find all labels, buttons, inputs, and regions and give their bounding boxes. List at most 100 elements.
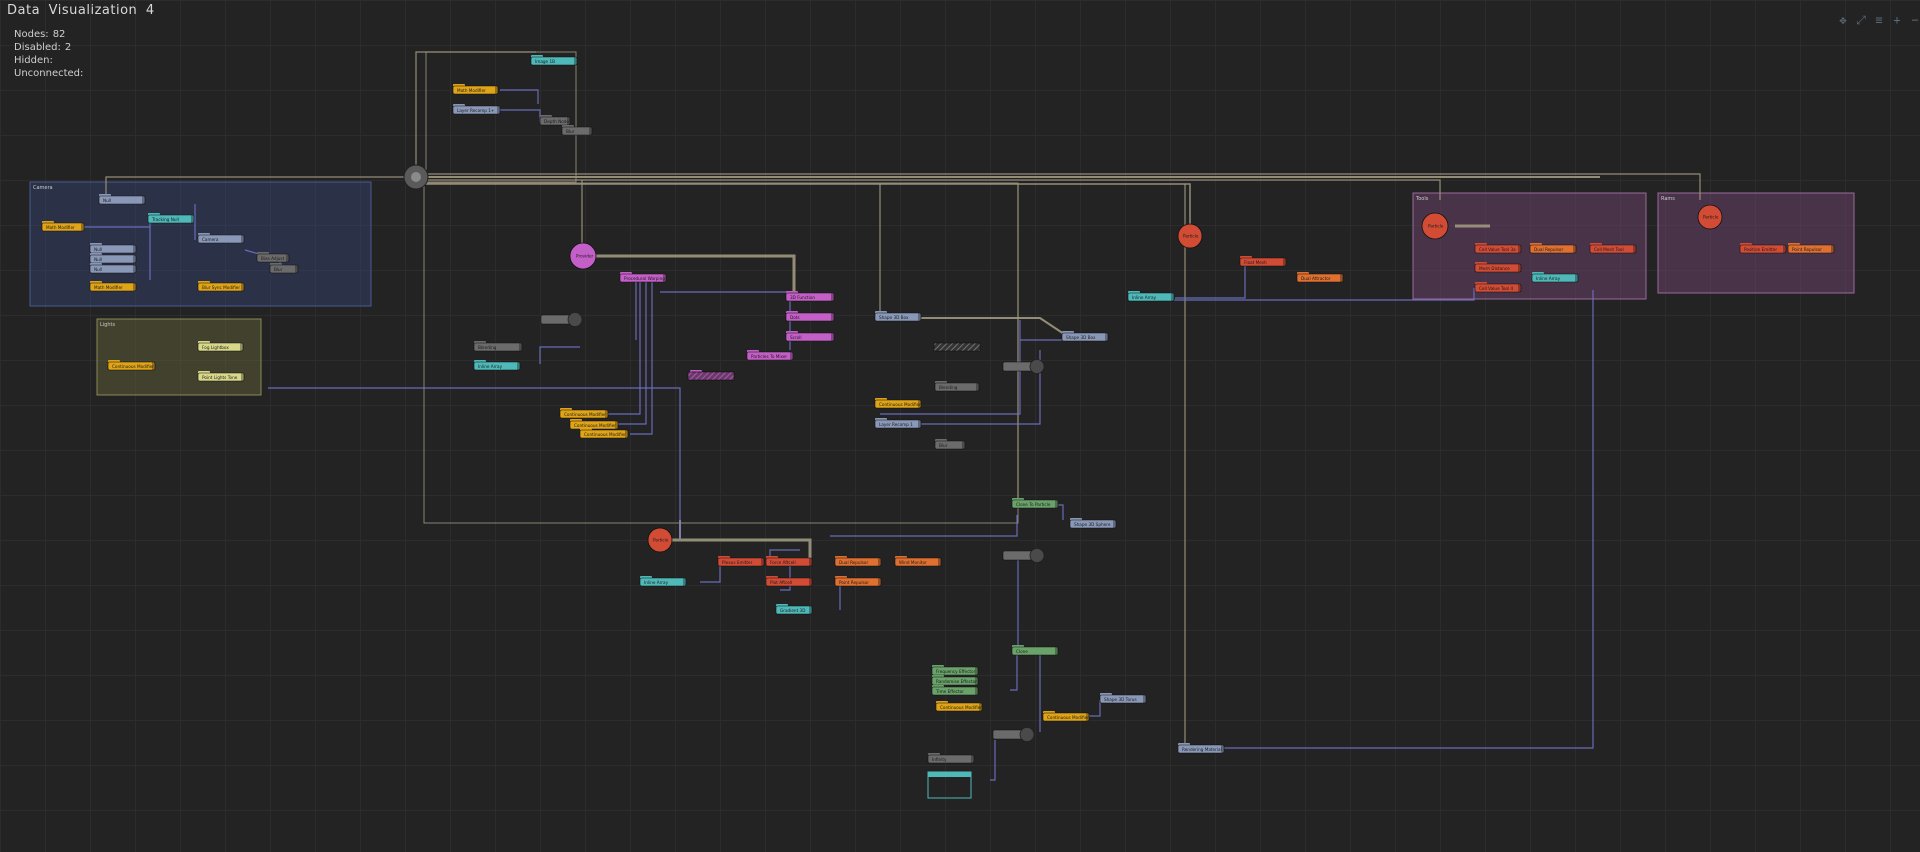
graph-node[interactable]: Infinity — [927, 753, 975, 764]
emitter-body — [1177, 223, 1203, 249]
graph-node[interactable]: Inline Array — [639, 576, 687, 587]
graph-node[interactable]: Null — [98, 194, 146, 205]
graph-node[interactable]: Continuous Modifier — [1042, 711, 1090, 722]
graph-node[interactable]: Blur — [269, 263, 299, 274]
graph-node[interactable]: Plexus Emitter — [717, 556, 765, 567]
graph-node[interactable]: Fog Lightbox — [197, 341, 244, 352]
graph-node[interactable]: Blending — [473, 341, 523, 352]
graph-node[interactable]: Force Aftcell — [765, 556, 813, 567]
graph-node[interactable]: Cell Value Tool 3a — [1474, 243, 1522, 254]
graph-node[interactable]: Float Mesh — [1239, 256, 1287, 267]
graph-node[interactable]: Tracking Null — [147, 213, 195, 224]
graph-node[interactable]: Mesh Distance — [1474, 262, 1522, 273]
graph-node[interactable]: Rendering Material — [1177, 743, 1225, 754]
emitter-node[interactable]: Particle — [1177, 223, 1203, 249]
group-lights[interactable]: Lights — [96, 318, 262, 396]
graph-node[interactable]: Shape 3D Torus — [1099, 693, 1147, 704]
node-port — [663, 274, 666, 282]
graph-node[interactable]: Null — [89, 253, 137, 264]
graph-node[interactable]: Randomise Effector — [931, 675, 979, 686]
graph-node[interactable]: Layer Recomp 1+ — [452, 104, 501, 115]
emitter-node[interactable]: Provider — [569, 242, 597, 270]
graph-node[interactable]: Position Emitter — [1739, 243, 1787, 254]
graph-node[interactable]: Blur — [934, 439, 966, 450]
graph-node[interactable]: Dual Repulsor — [834, 556, 882, 567]
fit-icon[interactable]: ⤢ — [1856, 13, 1866, 27]
graph-node[interactable]: Continuous Modifier — [107, 360, 156, 371]
graph-node[interactable]: Shape 3D Box — [874, 311, 922, 322]
graph-node[interactable]: Camera — [197, 233, 245, 244]
graph-node[interactable]: Point Repulsor — [834, 576, 882, 587]
graph-node[interactable]: Continuous Modifier — [569, 419, 619, 430]
graph-node[interactable]: Shape 3D Box — [1061, 331, 1109, 342]
graph-node[interactable]: Layer Recomp 1 — [874, 418, 922, 429]
node-label: Particles To Mixer — [751, 354, 787, 359]
disabled-node[interactable] — [933, 342, 981, 352]
graph-node[interactable]: Math Modifier — [41, 221, 85, 232]
graph-node[interactable]: Blending — [934, 381, 980, 392]
graph-node[interactable]: Shape 3D Sphere — [1069, 518, 1117, 529]
node-body — [619, 273, 667, 283]
node-label: Continuous Modifier — [940, 705, 982, 710]
node-body — [107, 361, 156, 371]
node-label: Force Aftcell — [770, 560, 796, 565]
graph-node[interactable]: Math Modifier — [89, 281, 137, 292]
move-icon[interactable]: ✥ — [1839, 13, 1847, 27]
graph-node[interactable]: Procedural Warping — [619, 272, 667, 283]
switch-node[interactable] — [1002, 548, 1045, 563]
group-rams[interactable]: Rams — [1657, 192, 1855, 294]
graph-node[interactable]: Null — [89, 243, 137, 254]
graph-node[interactable]: Cell Value Tool 4 — [1474, 282, 1522, 293]
graph-node[interactable]: Clone To Particle — [1011, 498, 1059, 509]
graph-node[interactable]: Continuous Modifier — [579, 428, 629, 439]
emitter-node[interactable]: Particle — [647, 527, 673, 553]
graph-node[interactable]: Inline Array — [473, 360, 521, 371]
graph-node[interactable]: Point Repulsor — [1787, 243, 1835, 254]
graph-node[interactable]: Dual Repulsor — [1529, 243, 1577, 254]
graph-node[interactable]: Particles To Mixer — [746, 350, 794, 361]
graph-node[interactable]: Clone — [1011, 645, 1059, 656]
graph-node[interactable]: Bias Adjust — [256, 252, 290, 263]
graph-node[interactable]: 3D Function — [785, 291, 835, 302]
disabled-node[interactable] — [687, 371, 735, 381]
gear-icon[interactable] — [403, 164, 429, 190]
graph-node[interactable]: Dual Attractor — [1296, 272, 1344, 283]
graph-node[interactable]: Depth Node — [539, 115, 571, 126]
graph-node[interactable]: Continuous Modifier — [874, 398, 922, 409]
graph-node[interactable]: Gradient 3D — [775, 604, 813, 615]
emitter-node[interactable]: Particle — [1697, 204, 1723, 230]
graph-node[interactable]: Dots — [785, 311, 835, 322]
node-body — [1042, 712, 1090, 722]
node-port — [1113, 520, 1116, 528]
menu-icon[interactable]: ≡ — [1875, 13, 1883, 27]
node-port — [878, 558, 881, 566]
switch-node[interactable] — [1002, 359, 1045, 374]
node-port — [1783, 245, 1786, 253]
graph-node[interactable]: Inline Array — [1531, 272, 1579, 283]
graph-node[interactable]: Continuous Modifier — [559, 408, 609, 419]
node-body — [89, 282, 137, 292]
node-port — [1105, 333, 1108, 341]
zoom-in-icon[interactable]: + — [1893, 13, 1901, 27]
graph-node[interactable]: Wind Monitor — [894, 556, 942, 567]
switch-node[interactable] — [992, 727, 1035, 742]
emitter-node[interactable]: Particle — [1421, 212, 1449, 240]
graph-node[interactable]: Image 1B — [530, 55, 578, 66]
graph-node[interactable]: Null — [89, 263, 137, 274]
graph-node[interactable]: Blur Sync Modifier — [197, 281, 245, 292]
graph-node[interactable]: Blur — [561, 125, 593, 136]
graph-node[interactable]: Continuous Modifier — [935, 701, 983, 712]
node-body — [874, 312, 922, 322]
zoom-out-icon[interactable]: − — [1911, 13, 1919, 27]
graph-node[interactable]: Inline Array — [1127, 291, 1175, 302]
switch-node[interactable] — [540, 312, 583, 327]
graph-node[interactable]: Time Effector — [931, 685, 979, 696]
node-body — [1529, 244, 1577, 254]
graph-node[interactable]: Point Lights Tone — [197, 371, 245, 382]
graph-node[interactable]: Scroll — [785, 331, 835, 342]
graph-node[interactable]: Frequency Effector — [931, 665, 979, 676]
graph-node[interactable]: Plot Aftcell — [765, 576, 813, 587]
graph-node[interactable]: Math Modifier — [452, 84, 499, 95]
graph-node[interactable]: Cell Mesh Tool — [1589, 243, 1637, 254]
